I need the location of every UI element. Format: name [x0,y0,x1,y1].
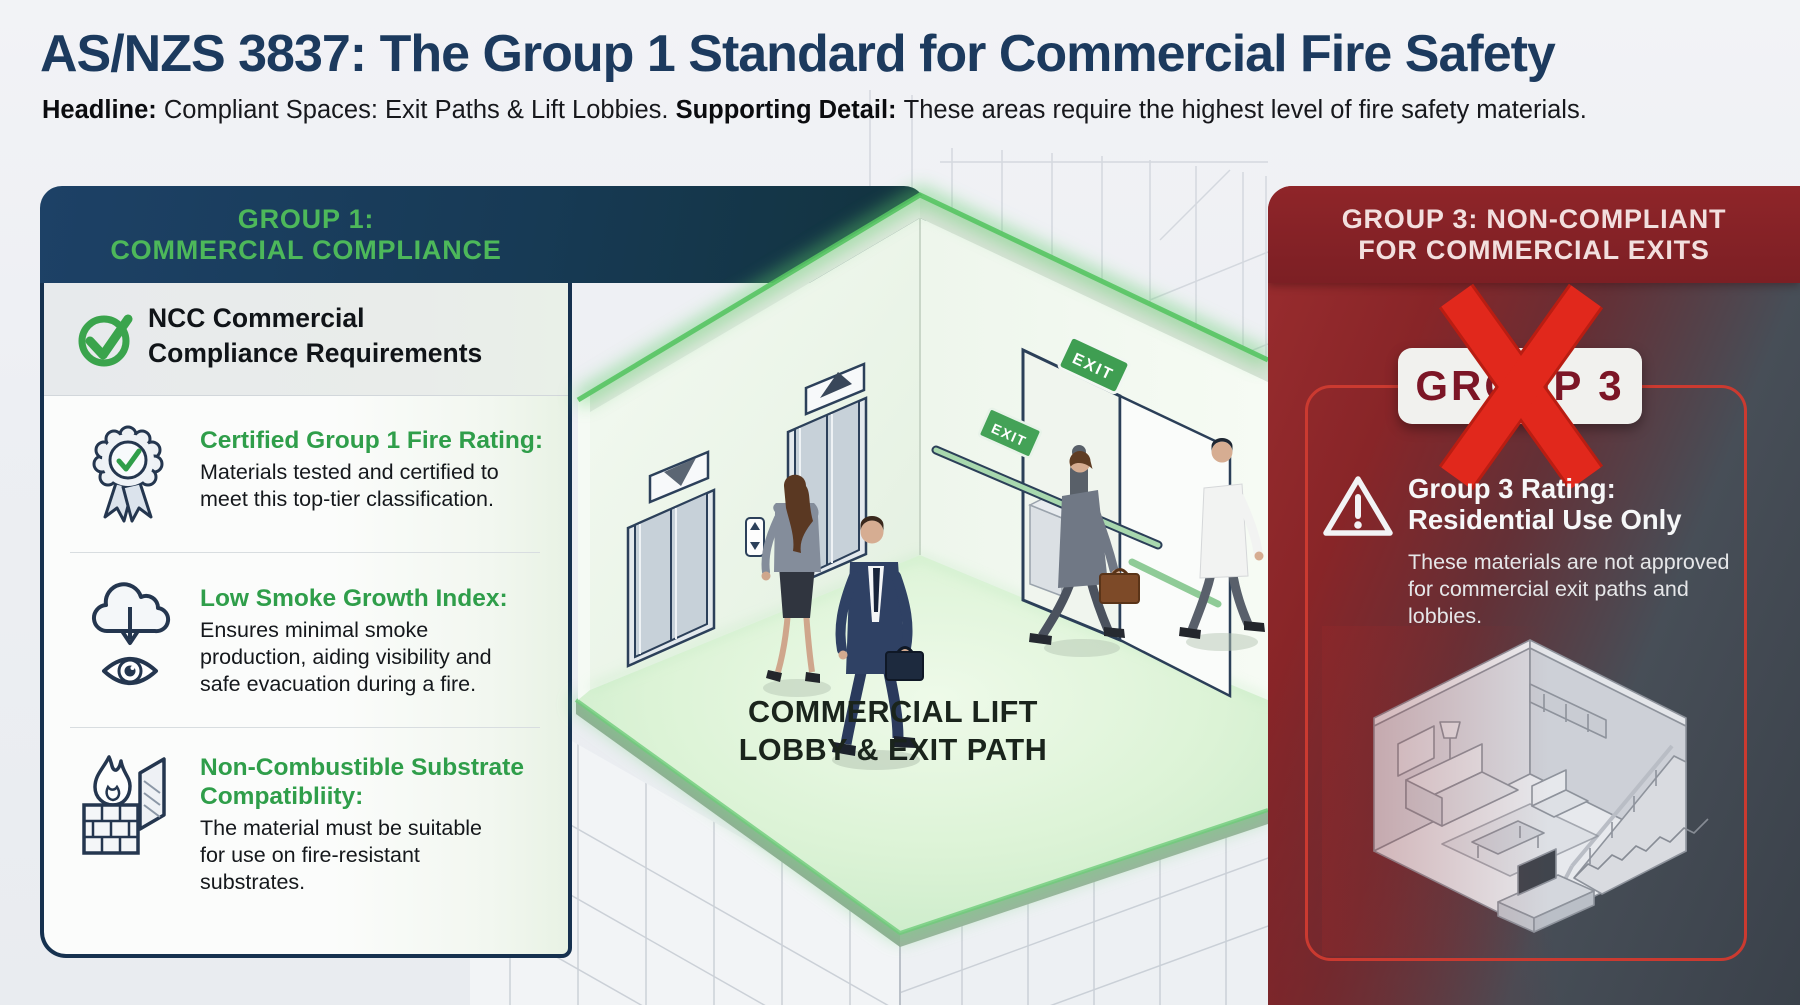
page-title: AS/NZS 3837: The Group 1 Standard for Co… [40,25,1556,83]
warning-body-line2: for commercial exit paths and [1408,577,1689,601]
person-businessman-center [832,516,924,770]
headline-text: Compliant Spaces: Exit Paths & Lift Lobb… [163,96,676,124]
group3-panel-header: GROUP 3: NON-COMPLIANT FOR COMMERCIAL EX… [1268,186,1800,283]
warning-triangle-icon [1323,476,1393,536]
x-mark-icon [1438,283,1604,491]
divider [70,727,540,728]
elevator-down-sign [648,450,710,504]
item3-body-line1: The material must be suitable [200,816,483,840]
smoke-visibility-icon [84,577,176,704]
elevator-left [626,488,716,668]
divider [70,552,540,553]
item1-body-line1: Materials tested and certified to [200,460,499,484]
check-circle-icon [78,314,133,367]
item3-body-line3: substrates. [200,870,306,894]
group3-panel: GROUP 3: NON-COMPLIANT FOR COMMERCIAL EX… [1268,186,1800,1005]
person-white-shirt [1179,438,1265,651]
supporting-detail-label: Supporting Detail: [675,96,904,124]
floor-label-line2: LOBBY & EXIT PATH [739,733,1047,767]
page-subtitle: Headline: Compliant Spaces: Exit Paths &… [42,96,1762,125]
group3-header-line2: FOR COMMERCIAL EXITS [1358,234,1710,265]
exit-sign-wall: EXIT [978,407,1042,459]
exit-sign-door: EXIT [1057,335,1131,395]
group1-header-line1: GROUP 1: [237,203,375,234]
group1-header-line2: COMMERCIAL COMPLIANCE [110,234,502,265]
headline-label: Headline: [42,96,164,124]
certified-badge-icon [88,421,168,530]
item1-body-line2: meet this top-tier classification. [200,487,494,511]
warning-body-line1: These materials are not approved [1408,550,1730,574]
group1-panel-header: GROUP 1: COMMERCIAL COMPLIANCE [40,186,926,283]
item2-heading-line1: Low Smoke Growth Index: [200,585,508,612]
item3-heading-line1: Non-Combustible Substrate [200,754,524,781]
warning-heading-line2: Residential Use Only [1408,504,1682,535]
open-door-panel [1118,394,1232,699]
item3-heading-line2: Compatibliity: [200,783,364,810]
group3-header-line1: GROUP 3: NON-COMPLIANT [1341,203,1727,234]
item2-body-line3: safe evacuation during a fire. [200,672,477,696]
ncc-line1: NCC Commercial [148,303,365,333]
person-woman [761,474,831,697]
warning-body-line3: lobbies. [1408,604,1483,628]
item2-body-line2: production, aiding visibility and [200,645,492,669]
handrail [931,445,1163,550]
warning-heading-line1: Group 3 Rating: [1408,473,1616,504]
item3-body-line2: for use on fire-resistant [200,843,420,867]
group1-panel-body: NCC Commercial Compliance Requirements C… [40,283,572,958]
item2-body-line1: Ensures minimal smoke [200,618,429,642]
item1-heading-line1: Certified Group 1 Fire Rating: [200,427,544,454]
ncc-requirements-row: NCC Commercial Compliance Requirements [44,283,568,396]
ncc-line2: Compliance Requirements [148,338,483,368]
supporting-detail-text: These areas require the highest level of… [903,96,1587,124]
person-gray-suit [1029,451,1140,657]
fire-substrate-icon [78,749,172,866]
elevator-up-sign [804,362,866,416]
floor-label-line1: COMMERCIAL LIFT [748,695,1038,729]
residential-room-illustration [1322,626,1734,956]
lift-lobby-illustration: EXIT EXIT [571,185,1272,947]
elevator-call-panel [745,517,765,557]
